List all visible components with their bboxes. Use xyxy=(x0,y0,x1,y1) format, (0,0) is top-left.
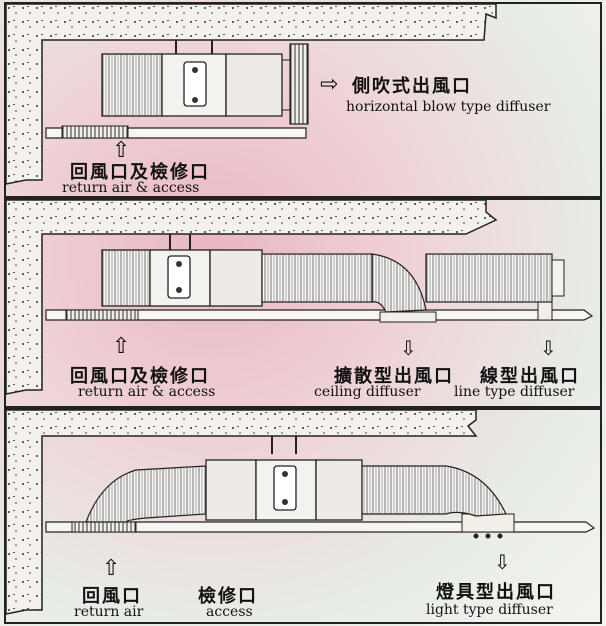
hollow-arrow-up-icon: ⇧ xyxy=(102,556,121,581)
hollow-arrow-down-icon: ⇩ xyxy=(540,336,557,360)
panel-ceiling-and-line: ⇧ 回風口及檢修口 return air & access ⇩ 擴散型出風口 c… xyxy=(4,198,602,408)
return-label-cn: 回風口及檢修口 xyxy=(70,366,210,387)
return-label-en: return air & access xyxy=(78,384,216,400)
return-air-label-en: return air xyxy=(74,604,144,620)
panel-light-type: ⇧ 回風口 return air 檢修口 access ⇩ 燈具型出風口 lig… xyxy=(4,408,602,624)
hollow-arrow-up-icon: ⇧ xyxy=(112,138,131,163)
return-label-cn: 回風口及檢修口 xyxy=(70,162,210,183)
access-label-cn: 檢修口 xyxy=(198,586,258,607)
outlet-label-cn: 側吹式出風口 xyxy=(352,76,472,97)
access-label-en: access xyxy=(206,604,253,620)
panel-horizontal-blow: ⇨ 側吹式出風口 horizontal blow type diffuser ⇧… xyxy=(4,2,602,198)
return-label-en: return air & access xyxy=(62,180,200,196)
return-air-label-cn: 回風口 xyxy=(82,586,142,607)
panel1-drawing xyxy=(6,4,497,185)
line-diffuser-label-cn: 線型出風口 xyxy=(480,366,580,387)
panel2-drawing xyxy=(6,200,594,395)
ceiling-diffuser-label-en: ceiling diffuser xyxy=(314,384,421,400)
hollow-arrow-down-icon: ⇩ xyxy=(494,550,511,574)
light-diffuser-label-en: light type diffuser xyxy=(426,602,553,618)
hollow-arrow-down-icon: ⇩ xyxy=(400,336,417,360)
hollow-arrow-right-icon: ⇨ xyxy=(320,72,339,97)
panel3-drawing xyxy=(6,410,596,615)
outlet-label-en: horizontal blow type diffuser xyxy=(346,99,551,115)
line-diffuser-label-en: line type diffuser xyxy=(454,384,575,400)
hollow-arrow-up-icon: ⇧ xyxy=(112,334,131,359)
ceiling-diffuser-label-cn: 擴散型出風口 xyxy=(334,366,454,387)
light-diffuser-label-cn: 燈具型出風口 xyxy=(436,582,556,603)
